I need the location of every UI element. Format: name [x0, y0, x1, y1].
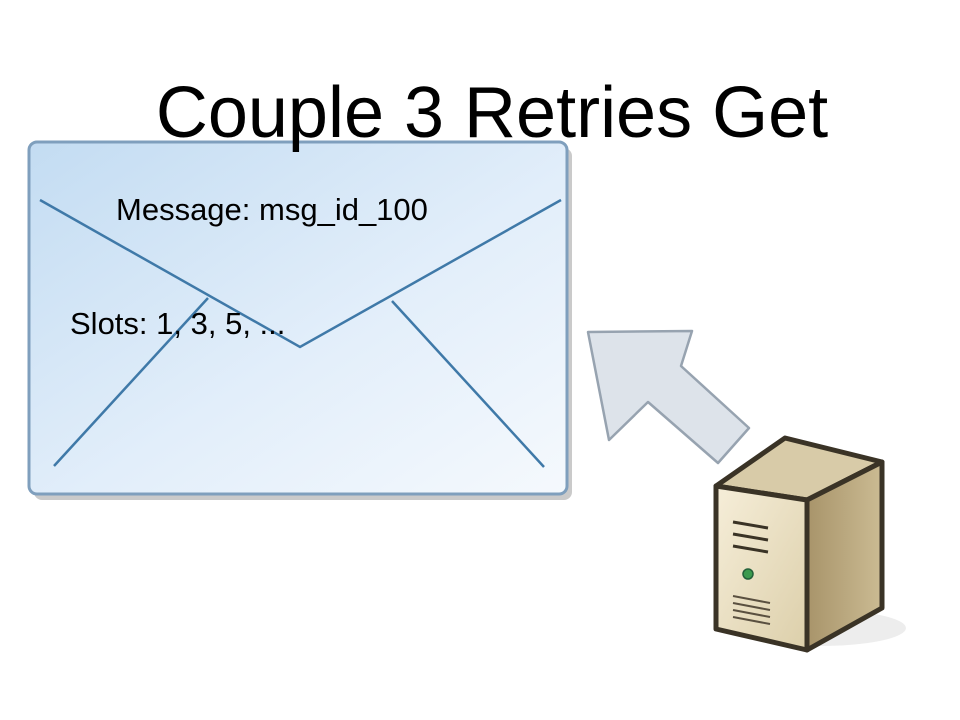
server-vent-line — [732, 602, 771, 611]
server-tower-icon — [713, 435, 906, 653]
slide-title: Couple 3 Retries Get — [155, 73, 829, 153]
envelope-body — [27, 140, 569, 496]
server-power-led — [742, 568, 754, 580]
envelope-icon — [27, 140, 572, 500]
server-drive-slot — [732, 520, 769, 530]
server-drive-slot — [732, 532, 769, 542]
envelope-slots-label: Slots: 1, 3, 5, ... — [70, 306, 286, 341]
server-front-face — [713, 483, 810, 653]
server-drive-slot — [732, 544, 769, 554]
arrow-up-left-icon — [586, 329, 751, 465]
envelope-message-label: Message: msg_id_100 — [116, 192, 428, 227]
server-vent-line — [732, 595, 771, 604]
arrow-shape — [586, 329, 751, 465]
envelope-right-fold-line — [391, 300, 545, 468]
envelope-flap-line — [39, 198, 562, 349]
server-vent-line — [732, 616, 771, 625]
envelope-left-fold-line — [53, 297, 209, 467]
server-vent-line — [732, 609, 771, 618]
